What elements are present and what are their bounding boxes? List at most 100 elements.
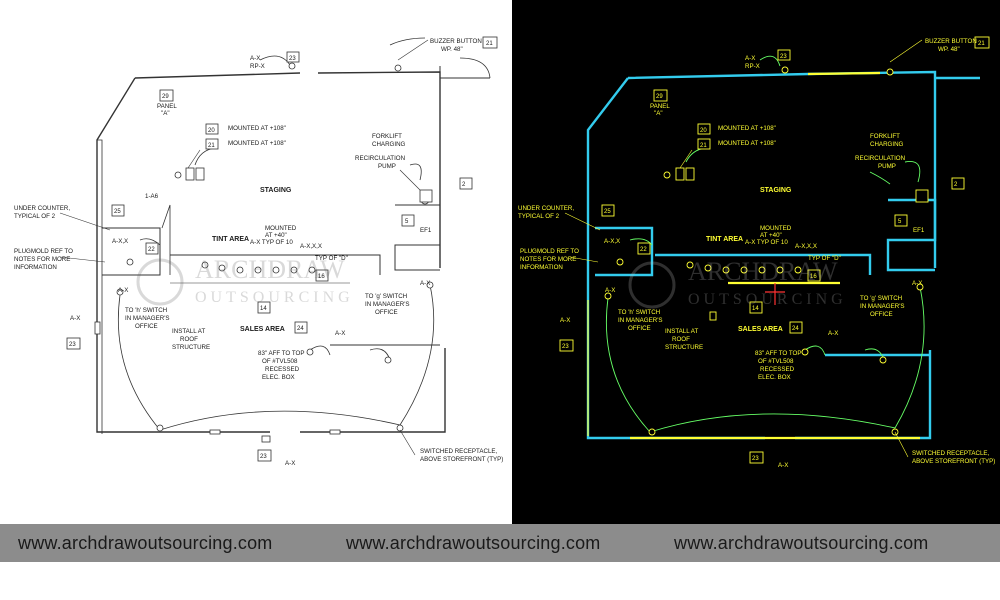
tag-22: 22 — [148, 247, 155, 253]
to-g-label: TO 'g' SWITCH — [365, 293, 407, 300]
ax-label: A-X — [250, 55, 260, 62]
watermark-title-right: ARCHDRAW — [688, 257, 838, 286]
floor-plan-left: BUZZER BUTTON WP. 48" 21 A-X RP-X 23 29 … — [14, 36, 503, 467]
mounted40-label-right: MOUNTED — [760, 225, 792, 232]
recirc-label-2: PUMP — [378, 163, 396, 170]
typ-d-label-right: TYP OF "D" — [808, 255, 841, 262]
footer-url-2[interactable]: www.archdrawoutsourcing.com — [346, 533, 601, 553]
forklift-label-2-right: CHARGING — [870, 141, 904, 148]
aff-label-4: ELEC. BOX — [262, 374, 295, 381]
forklift-label-right: FORKLIFT — [870, 133, 900, 140]
mounted108-label-right: MOUNTED AT +108" — [718, 125, 776, 132]
aff-label-2-right: OF #TVL508 — [758, 358, 794, 365]
under-counter-label-right: UNDER COUNTER, — [518, 205, 574, 212]
watermark-right: ARCHDRAW OUTSOURCING — [628, 257, 843, 309]
to-g-label-3-right: OFFICE — [870, 311, 893, 318]
footer-url-1[interactable]: www.archdrawoutsourcing.com — [18, 533, 273, 553]
panel-name-right: "A" — [654, 110, 663, 117]
labels-left: BUZZER BUTTON WP. 48" 21 A-X RP-X 23 29 … — [14, 38, 503, 467]
ax-label-wall: A-X — [70, 315, 80, 322]
axxx-label: A-X,X,X — [300, 243, 322, 250]
recirc-label-2-right: PUMP — [878, 163, 896, 170]
switched-label-2: ABOVE STOREFRONT (TYP) — [420, 456, 503, 463]
mounted108b-tag: 21 — [208, 143, 215, 149]
walls-right — [586, 70, 980, 440]
ef1-label-right: EF1 — [913, 227, 925, 234]
mounted108b-label-right: MOUNTED AT +108" — [718, 140, 776, 147]
to-h-label-3-right: OFFICE — [628, 325, 651, 332]
tag-22-right: 22 — [640, 247, 647, 253]
panel-label: PANEL — [157, 103, 177, 110]
switched-label: SWITCHED RECEPTACLE, — [420, 448, 498, 455]
footer-url-3[interactable]: www.archdrawoutsourcing.com — [674, 533, 929, 553]
panel-tag-right: 29 — [656, 94, 663, 100]
mounted108-tag-right: 20 — [700, 128, 707, 134]
mounted108-tag: 20 — [208, 128, 215, 134]
tag-14-right: 14 — [752, 306, 759, 312]
tag-23-bottom: 23 — [260, 454, 267, 460]
plugmold-label-3: INFORMATION — [14, 264, 57, 271]
aff-label-3-right: RECESSED — [760, 366, 795, 373]
plugmold-label-right: PLUGMOLD REF TO — [520, 248, 579, 255]
mounted108b-tag-right: 21 — [700, 143, 707, 149]
aff-label-2: OF #TVL508 — [262, 358, 298, 365]
watermark-left: ARCHDRAW OUTSOURCING — [136, 255, 350, 306]
typ-d-label: TYP OF "D" — [315, 255, 348, 262]
tag-23-left-right: 23 — [562, 344, 569, 350]
tint-area-label: TINT AREA — [212, 236, 249, 243]
ax-label-bottom: A-X — [285, 460, 295, 467]
tag-5-right: 5 — [898, 219, 902, 225]
ax-label-right: A-X — [420, 280, 430, 287]
ax-label-wall-right: A-X — [560, 317, 570, 324]
under-counter-label-2-right: TYPICAL OF 2 — [518, 213, 560, 220]
buzzer-tag-right: 21 — [978, 41, 985, 47]
plan-panel-right — [512, 0, 1000, 600]
panel-name: "A" — [161, 110, 170, 117]
buzzer-wp-label: WP. 48" — [441, 46, 463, 53]
install-label: INSTALL AT — [172, 328, 205, 335]
tag-boxes-left — [66, 36, 498, 462]
yellow-walls-right — [587, 71, 920, 440]
labels-right: BUZZER BUTTON WP. 48" 21 A-X RP-X 23 29 … — [518, 38, 995, 469]
mounted40-label-3: A-X TYP OF 10 — [250, 239, 293, 246]
install-label-3-right: STRUCTURE — [665, 344, 703, 351]
mounted108b-label: MOUNTED AT +108" — [228, 140, 286, 147]
sales-area-label-right: SALES AREA — [738, 326, 783, 333]
to-h-label-right: TO 'h' SWITCH — [618, 309, 660, 316]
tag-16-right: 16 — [810, 274, 817, 280]
switched-label-2-right: ABOVE STOREFRONT (TYP) — [912, 458, 995, 465]
ax-label-right-top: A-X — [745, 55, 755, 62]
ax-label-bottom-right: A-X — [778, 462, 788, 469]
panel-tag: 29 — [162, 94, 169, 100]
rpx-label-right: RP-X — [745, 63, 760, 70]
to-g-label-2-right: IN MANAGER'S — [860, 303, 905, 310]
a6-label: 1-A6 — [145, 193, 159, 200]
tag-23-left: 23 — [69, 342, 76, 348]
tag-25: 25 — [114, 209, 121, 215]
tag-24: 24 — [297, 326, 304, 332]
buzzer-wp-label-right: WP. 48" — [938, 46, 960, 53]
sales-area-label: SALES AREA — [240, 326, 285, 333]
to-g-label-right: TO 'g' SWITCH — [860, 295, 902, 302]
to-h-label: TO 'h' SWITCH — [125, 307, 167, 314]
floor-plan-right: BUZZER BUTTON WP. 48" 21 A-X RP-X 23 29 … — [518, 36, 995, 469]
recirc-label-right: RECIRCULATION — [855, 155, 905, 162]
mounted40-label-2: AT +40" — [265, 232, 287, 239]
footer-banner: www.archdrawoutsourcing.com www.archdraw… — [0, 524, 1000, 562]
aff-label-4-right: ELEC. BOX — [758, 374, 791, 381]
plugmold-label-2: NOTES FOR MORE — [14, 256, 70, 263]
walls-left — [96, 57, 491, 434]
to-h-label-2: IN MANAGER'S — [125, 315, 170, 322]
plugmold-label: PLUGMOLD REF TO — [14, 248, 73, 255]
buzzer-tag: 21 — [486, 41, 493, 47]
staging-label: STAGING — [260, 187, 292, 194]
receptacles-right — [604, 66, 929, 436]
leaders-right — [564, 39, 923, 458]
recirc-label: RECIRCULATION — [355, 155, 405, 162]
tint-area-label-right: TINT AREA — [706, 236, 743, 243]
ef1-label: EF1 — [420, 227, 432, 234]
plugmold-label-2-right: NOTES FOR MORE — [520, 256, 576, 263]
axx-label-right: A-X,X — [604, 238, 620, 245]
tag-boxes-right — [559, 36, 990, 464]
